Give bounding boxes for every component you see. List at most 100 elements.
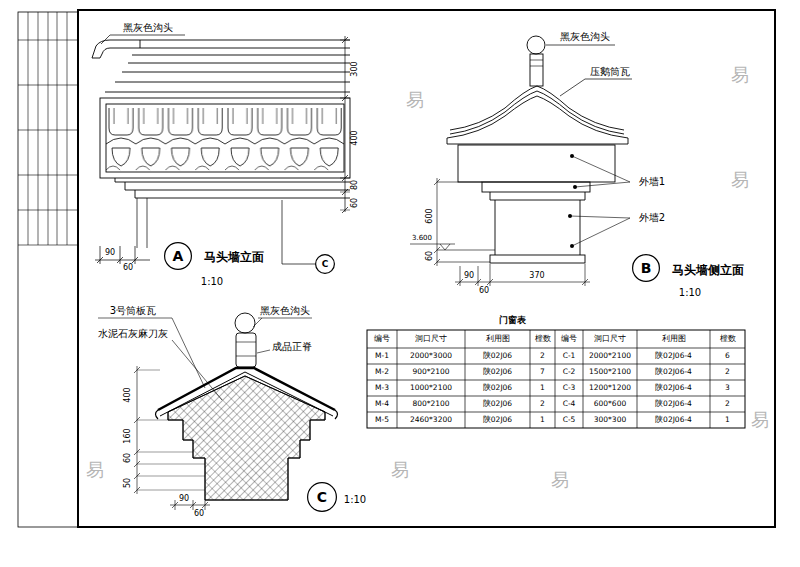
table-cell: 利用图 [486,335,510,343]
table-cell: 编号 [561,335,577,343]
table-cell: 陕02J06-4 [655,416,692,424]
table-cell: 600*600 [594,400,626,408]
watermark: 易 [551,471,569,489]
table-cell: 2000*2100 [589,352,631,360]
callout-letter: C [317,490,327,504]
table-cell: 陕02J06 [483,352,512,360]
drawing-label: 3号筒板瓦 [110,306,156,316]
drawing-label: 90 [179,495,189,503]
drawing-label: 600 [426,208,434,223]
drawing-label: 160 [124,428,132,443]
drawing-label: 90 [105,249,115,257]
drawing-label: 3.600 [412,235,432,242]
callout-letter: C [322,260,329,269]
table-cell: M-3 [375,384,389,392]
table-cell: 900*2100 [412,368,449,376]
table-cell: 1 [540,384,545,392]
callout-circle [165,243,192,270]
table-cell: 樘数 [535,335,551,343]
table-cell: 1500*2100 [589,368,631,376]
table-cell: M-2 [375,368,389,376]
drawing-label: 压鹅筒瓦 [590,67,630,77]
drawing-label: 60 [351,198,359,208]
table-cell: 2000*3000 [410,352,452,360]
drawing-label: 60 [479,287,489,295]
drawing-label: 马头墙立面 [204,251,264,263]
watermark: 易 [751,411,769,429]
table-cell: C-2 [563,368,576,376]
table-cell: 洞口尺寸 [594,335,626,343]
table-cell: 2 [540,400,545,408]
view-callout-circle: A [164,242,192,270]
drawing-label: 马头墙侧立面 [672,264,744,276]
drawing-label: 成品正脊 [272,342,312,352]
table-cell: 2 [540,352,545,360]
watermark: 易 [86,461,104,479]
table-cell: 洞口尺寸 [415,335,447,343]
table-cell: 1000*2100 [410,384,452,392]
callout-letter: B [641,261,652,275]
table-cell: 1 [540,416,545,424]
table-cell: 樘数 [720,335,736,343]
table-cell: M-1 [375,352,389,360]
table-cell: C-5 [563,416,576,424]
drawing-label: 门窗表 [499,316,526,325]
drawing-label: 外墙1 [639,177,665,187]
drawing-label: 1:10 [201,277,223,287]
table-cell: 陕02J06 [483,368,512,376]
watermark: 易 [406,91,424,109]
table-cell: 利用图 [662,335,686,343]
table-cell: 陕02J06-4 [655,400,692,408]
callout-circle [633,255,660,282]
table-cell: C-1 [563,352,576,360]
table-cell: 2460*3200 [410,416,452,424]
drawing-label: 60 [124,453,132,463]
table-cell: M-4 [375,400,389,408]
table-cell: 2 [725,400,730,408]
view-callout-circle: C [307,482,337,512]
drawing-label: 外墙2 [639,213,665,223]
table-cell: 陕02J06-4 [655,368,692,376]
drawing-label: 370 [529,272,544,280]
table-cell: 陕02J06 [483,384,512,392]
table-cell: C-3 [563,384,576,392]
table-cell: 陕02J06 [483,416,512,424]
table-cell: 300*300 [594,416,626,424]
table-cell: 编号 [374,335,390,343]
table-cell: 陕02J06 [483,400,512,408]
watermark: 易 [391,461,409,479]
drawing-label: 60 [426,251,434,261]
table-cell: 1200*1200 [589,384,631,392]
callout-circle [308,483,337,512]
watermark: 易 [731,171,749,189]
table-cell: M-5 [375,416,389,424]
table-cell: 陕02J06-4 [655,352,692,360]
drawing-label: 黑灰色沟头 [260,306,310,316]
drawing-label: 1:10 [679,288,701,298]
drawing-label: 60 [194,510,204,518]
callout-letter: A [173,249,184,263]
table-cell: C-4 [563,400,576,408]
drawing-label: 80 [351,180,359,190]
drawing-label: 90 [464,272,474,280]
table-cell: 7 [540,368,545,376]
table-cell: 3 [725,384,730,392]
table-cell: 800*2100 [412,400,449,408]
drawing-label: 黑灰色沟头 [560,32,610,42]
drawing-label: 400 [124,387,132,402]
view-callout-circle: C [315,254,335,274]
drawing-label: 黑灰色沟头 [123,23,173,33]
watermark: 易 [731,66,749,84]
callout-circle [316,255,335,274]
drawing-label: 1:10 [344,495,366,505]
drawing-label: 300 [351,61,359,76]
table-cell: 1 [725,416,730,424]
table-cell: 陕02J06-4 [655,384,692,392]
drawing-label: 50 [124,478,132,488]
view-callout-circle: B [632,254,660,282]
drawing-label: 60 [123,264,133,272]
drawing-label: 水泥石灰麻刀灰 [98,329,168,339]
table-cell: 2 [725,368,730,376]
